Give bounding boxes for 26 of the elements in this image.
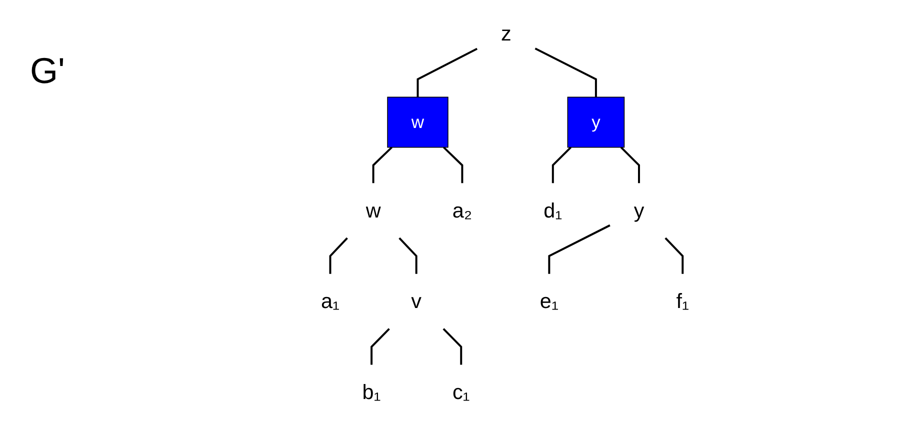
connector <box>329 237 348 274</box>
node-text: a₁ <box>320 289 340 313</box>
node-text: d₁ <box>544 198 562 222</box>
node-text: e₁ <box>540 289 558 313</box>
connector <box>398 237 418 274</box>
connector <box>372 146 392 184</box>
connector <box>552 146 572 184</box>
connector <box>534 48 597 98</box>
connector <box>370 328 390 365</box>
node-text: w <box>366 198 381 222</box>
node-text: y <box>634 198 644 222</box>
graph-name-label: G' <box>30 50 65 92</box>
node-text: v <box>411 289 422 313</box>
node-box: w <box>387 96 448 148</box>
connector <box>548 224 610 274</box>
connector <box>620 146 640 184</box>
node-text: z <box>500 22 512 46</box>
connector <box>442 328 462 365</box>
node-text: f₁ <box>676 289 690 313</box>
connector <box>443 146 464 184</box>
connector <box>416 48 478 98</box>
connector <box>664 237 684 274</box>
node-text: c₁ <box>452 380 470 404</box>
node-box: y <box>567 96 625 148</box>
node-text: b₁ <box>362 380 381 404</box>
node-text: a₂ <box>452 198 472 222</box>
